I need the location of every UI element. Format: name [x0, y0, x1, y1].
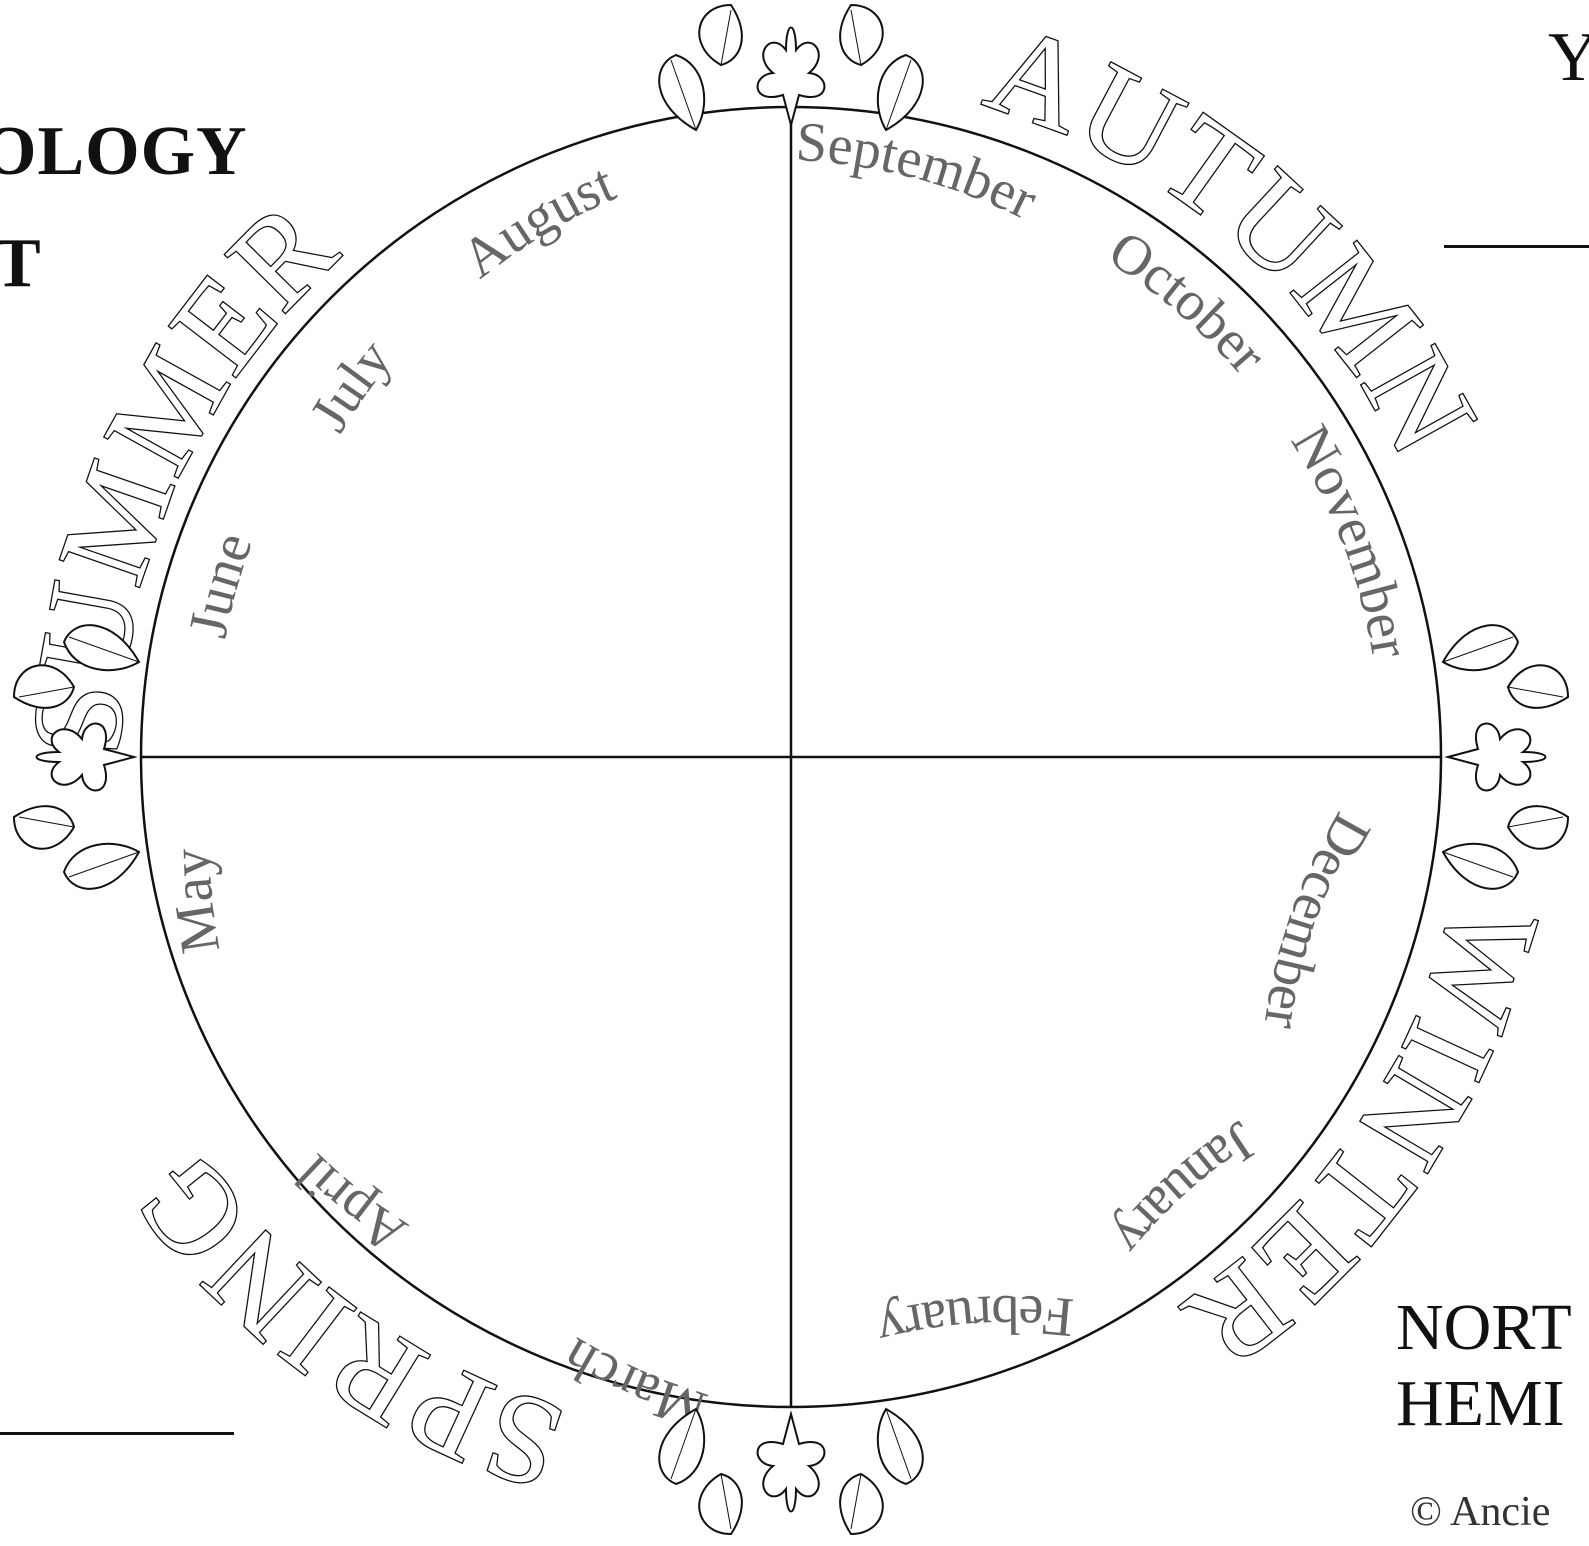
leaf-cluster-right — [1443, 625, 1568, 889]
season-autumn: AUTUMN — [971, 0, 1505, 478]
chestnut-leaf-icon — [758, 28, 825, 126]
month-february: February — [871, 1283, 1076, 1361]
month-june: June — [177, 525, 265, 643]
leaf-icon — [840, 5, 923, 130]
leaf-icon — [659, 5, 742, 130]
month-may: May — [160, 848, 232, 958]
month-december: December — [1251, 803, 1382, 1033]
leaf-cluster-bottom — [659, 1409, 923, 1534]
month-august: August — [450, 152, 624, 290]
leaf-cluster-top — [659, 5, 923, 130]
month-july: July — [298, 328, 404, 442]
